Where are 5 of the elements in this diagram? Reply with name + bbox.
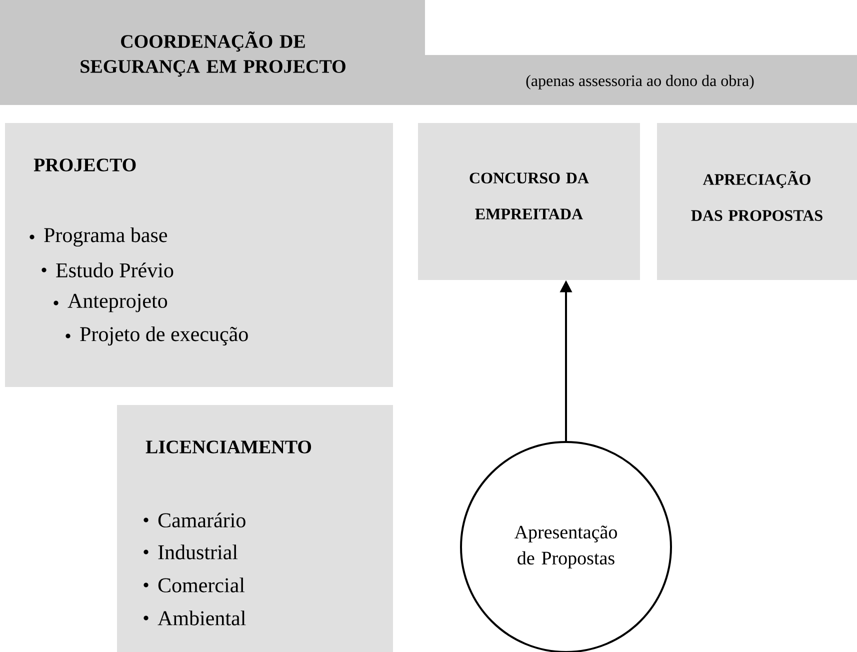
process-box: CONCURSO DA EMPREITADA — [418, 123, 640, 280]
header-band: COORDENAÇÃO DE SEGURANÇA EM PROJECTO (apenas assessoria ao dono da obra) — [0, 0, 857, 105]
process-box: APRECIAÇÃO DAS PROPOSTAS — [657, 123, 857, 280]
list-box: PROJECTO Programa base Estudo Prévio Anteprojeto Projeto de execução — [5, 123, 393, 387]
list-box: LICENCIAMENTO Camarário Industrial Comercial Ambiental — [117, 405, 393, 652]
